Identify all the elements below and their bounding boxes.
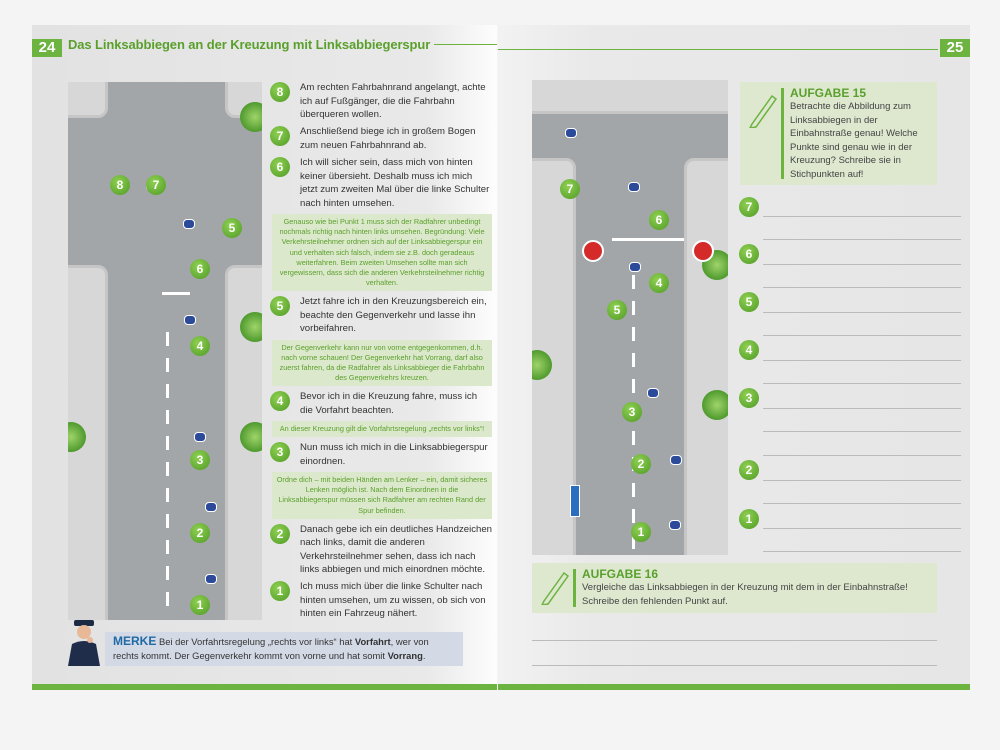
page-number: 24 <box>32 39 62 57</box>
answer-line[interactable] <box>532 665 937 666</box>
note-step-4: An dieser Kreuzung gilt die Vorfahrtsreg… <box>272 421 492 438</box>
header-rule <box>498 49 938 50</box>
answer-line[interactable] <box>763 287 961 288</box>
marker-5: 5 <box>222 218 242 238</box>
task-15-text: Betrachte die Abbildung zum Linksabbiege… <box>790 101 918 180</box>
answer-line[interactable] <box>763 503 961 504</box>
task-15-title: AUFGABE 15 <box>790 86 867 100</box>
answer-line[interactable] <box>532 640 937 641</box>
answer-number: 2 <box>739 460 759 480</box>
marker-4: 4 <box>649 273 669 293</box>
marker-3: 3 <box>190 450 210 470</box>
task-16-title: AUFGABE 16 <box>582 567 659 581</box>
left-page: 24 Das Linksabbiegen an der Kreuzung mit… <box>32 25 497 690</box>
marker-2: 2 <box>190 523 210 543</box>
task-16-text: Vergleiche das Linksabbiegen in der Kreu… <box>582 582 908 607</box>
note-step-6: Genauso wie bei Punkt 1 muss sich der Ra… <box>272 213 492 292</box>
marker-2: 2 <box>631 454 651 474</box>
header-rule <box>434 44 497 45</box>
marker-7: 7 <box>560 179 580 199</box>
page-stripe <box>498 684 970 690</box>
marker-7: 7 <box>146 175 166 195</box>
marker-4: 4 <box>190 336 210 356</box>
answer-number: 5 <box>739 292 759 312</box>
task-16-box: AUFGABE 16 Vergleiche das Linksabbiegen … <box>532 563 937 613</box>
answer-number: 3 <box>739 388 759 408</box>
task-15-box: AUFGABE 15 Betrachte die Abbildung zum L… <box>740 82 937 185</box>
page-title: Das Linksabbiegen an der Kreuzung mit Li… <box>68 37 431 52</box>
answer-line[interactable] <box>763 216 961 217</box>
marker-1: 1 <box>631 522 651 542</box>
pencil-icon <box>541 571 570 605</box>
note-step-3: Ordne dich – mit beiden Händen am Lenker… <box>272 471 492 519</box>
marker-6: 6 <box>649 210 669 230</box>
pencil-icon <box>749 94 778 128</box>
answer-line[interactable] <box>763 360 961 361</box>
one-way-street-diagram: 7 6 4 5 3 2 1 <box>532 80 728 555</box>
answer-line[interactable] <box>763 264 961 265</box>
answer-number: 1 <box>739 509 759 529</box>
answer-line[interactable] <box>763 335 961 336</box>
answer-line[interactable] <box>763 431 961 432</box>
answer-line[interactable] <box>763 480 961 481</box>
answer-number: 7 <box>739 197 759 217</box>
answer-line[interactable] <box>763 312 961 313</box>
answer-line[interactable] <box>763 528 961 529</box>
answer-number: 4 <box>739 340 759 360</box>
marker-3: 3 <box>622 402 642 422</box>
marker-6: 6 <box>190 259 210 279</box>
marker-1: 1 <box>190 595 210 615</box>
answer-number: 6 <box>739 244 759 264</box>
right-page: 25 7 6 4 5 3 2 1 AUFGABE 15 Betrachte di… <box>498 25 970 690</box>
page-number: 25 <box>940 39 970 57</box>
answer-line[interactable] <box>763 383 961 384</box>
police-officer-illustration <box>68 620 100 666</box>
answer-line[interactable] <box>763 455 961 456</box>
page-header: Das Linksabbiegen an der Kreuzung mit Li… <box>68 37 497 52</box>
marker-5: 5 <box>607 300 627 320</box>
answer-line[interactable] <box>763 551 961 552</box>
intersection-diagram: 8 7 5 6 4 3 2 1 <box>68 82 262 620</box>
answer-line[interactable] <box>763 408 961 409</box>
answer-line[interactable] <box>763 239 961 240</box>
page-stripe <box>32 684 497 690</box>
marker-8: 8 <box>110 175 130 195</box>
note-step-5: Der Gegenverkehr kann nur von vorne entg… <box>272 339 492 387</box>
merke-box: MERKE Bei der Vorfahrtsregelung „rechts … <box>105 632 463 666</box>
